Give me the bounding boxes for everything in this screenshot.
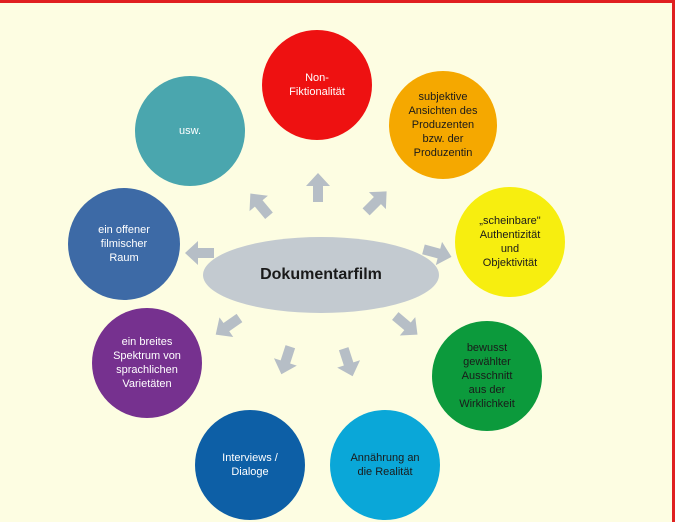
center-label: Dokumentarfilm xyxy=(260,266,382,283)
arrow-2 xyxy=(362,191,387,216)
node-spektrum-varietaeten: ein breites Spektrum von sprachlichen Va… xyxy=(92,308,202,418)
node-bewusst-gewaehlter-ausschnitt: bewusst gewählter Ausschnitt aus der Wir… xyxy=(432,321,542,431)
node-label: Non- Fiktionalität xyxy=(289,72,345,98)
node-label: usw. xyxy=(178,125,201,137)
top-border xyxy=(0,0,675,3)
arrow-1 xyxy=(306,173,330,202)
node-label: Interviews / Dialoge xyxy=(222,452,278,478)
node-non-fiktionalitaet: Non- Fiktionalität xyxy=(262,30,372,140)
arrow-7 xyxy=(215,313,243,337)
arrow-9 xyxy=(249,193,273,219)
node-usw: usw. xyxy=(135,76,245,186)
arrow-8 xyxy=(185,241,214,265)
node-annaeherung-realitaet: Annährung an die Realität xyxy=(330,410,440,520)
node-subjektive-ansichten: subjektive Ansichten des Produzenten bzw… xyxy=(389,71,497,179)
arrow-3 xyxy=(422,241,452,266)
node-label: Annährung an die Realität xyxy=(350,452,420,478)
center-ellipse: Dokumentarfilm xyxy=(203,237,439,313)
node-label: ein breites Spektrum von sprachlichen Va… xyxy=(113,336,181,390)
arrow-4 xyxy=(392,312,418,336)
node-label: subjektive Ansichten des Produzenten bzw… xyxy=(408,91,478,159)
node-offener-raum: ein offener filmischer Raum xyxy=(68,188,180,300)
arrow-6 xyxy=(273,345,297,375)
node-label: bewusst gewählter Ausschnitt aus der Wir… xyxy=(459,342,515,410)
node-scheinbare-authentizitaet: „scheinbare" Authentizität und Objektivi… xyxy=(455,187,565,297)
node-interviews-dialoge: Interviews / Dialoge xyxy=(195,410,305,520)
arrow-5 xyxy=(337,347,361,377)
right-border xyxy=(672,0,675,522)
node-label: „scheinbare" Authentizität und Objektivi… xyxy=(479,215,541,269)
node-label: ein offener filmischer Raum xyxy=(98,224,150,264)
